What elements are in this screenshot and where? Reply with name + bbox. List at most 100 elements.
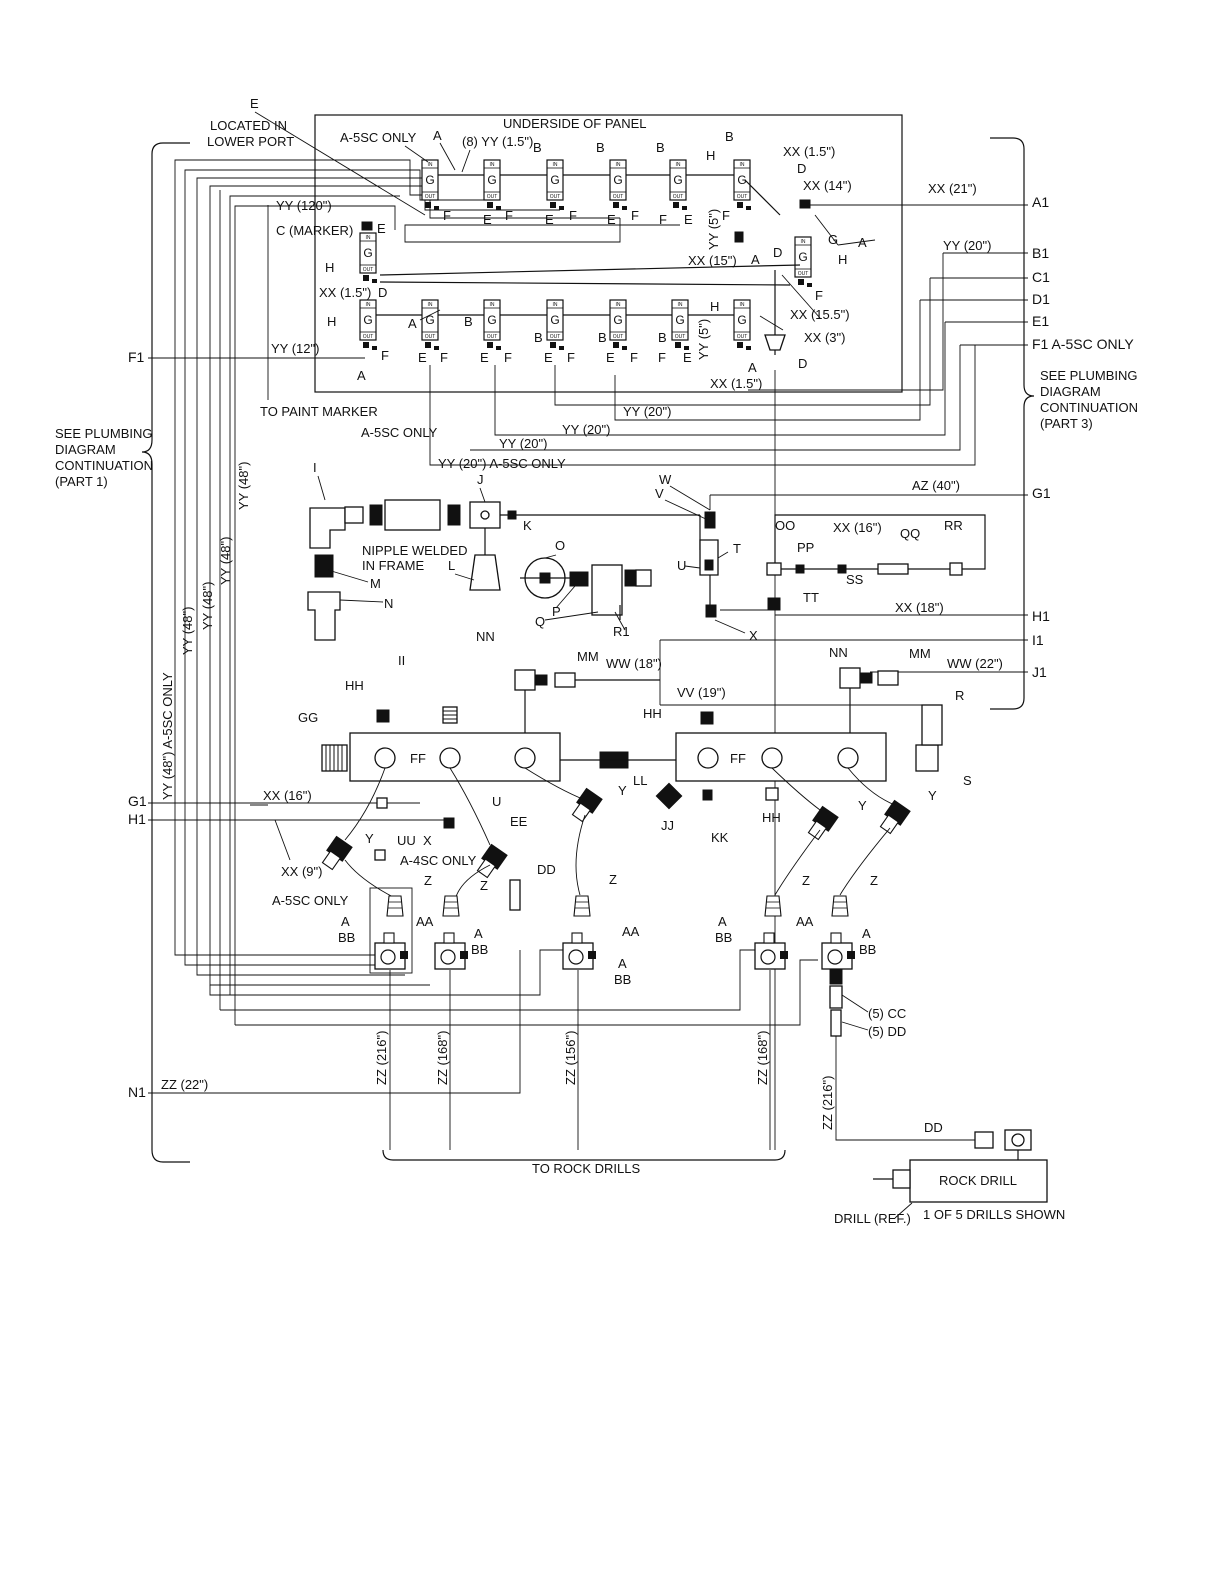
svg-text:X: X: [423, 833, 432, 848]
svg-text:Y: Y: [928, 788, 937, 803]
svg-text:B: B: [464, 314, 473, 329]
connector-e1: E1: [1032, 313, 1049, 329]
svg-text:YY (12"): YY (12"): [271, 341, 319, 356]
svg-text:E: E: [545, 212, 554, 227]
connector-b1: B1: [1032, 245, 1049, 261]
svg-text:NIPPLE WELDED: NIPPLE WELDED: [362, 543, 467, 558]
svg-text:F: F: [440, 350, 448, 365]
svg-text:YY (20"): YY (20"): [943, 238, 991, 253]
svg-text:ZZ (168"): ZZ (168"): [435, 1031, 450, 1085]
svg-text:HH: HH: [643, 706, 662, 721]
right-mid-assembly: [699, 511, 986, 618]
manifold-hoses: [250, 767, 896, 901]
svg-text:F: F: [505, 208, 513, 223]
svg-text:E: E: [377, 221, 386, 236]
nn-mm-left: NN MM WW (18"): [476, 629, 662, 733]
svg-text:OO: OO: [775, 518, 795, 533]
svg-text:R1: R1: [613, 624, 630, 639]
connector-j1: J1: [1032, 664, 1047, 680]
svg-text:XX (9"): XX (9"): [281, 864, 322, 879]
svg-text:ZZ (216"): ZZ (216"): [374, 1031, 389, 1085]
svg-text:Y: Y: [618, 783, 627, 798]
svg-text:UU: UU: [397, 833, 416, 848]
svg-text:XX (16"): XX (16"): [833, 520, 882, 535]
svg-text:ZZ (156"): ZZ (156"): [563, 1031, 578, 1085]
svg-text:EE: EE: [510, 814, 528, 829]
connector-h1: H1: [1032, 608, 1050, 624]
svg-text:YY (48"): YY (48"): [236, 462, 251, 510]
svg-text:N: N: [384, 596, 393, 611]
svg-text:U: U: [677, 558, 686, 573]
svg-text:KK: KK: [711, 830, 729, 845]
svg-text:E: E: [480, 350, 489, 365]
svg-text:E: E: [418, 350, 427, 365]
svg-text:(8) YY (1.5"): (8) YY (1.5"): [462, 134, 533, 149]
svg-text:YY (48") A-5SC ONLY: YY (48") A-5SC ONLY: [160, 672, 175, 800]
svg-text:H: H: [838, 252, 847, 267]
svg-text:E: E: [483, 212, 492, 227]
svg-text:F: F: [722, 208, 730, 223]
svg-text:ZZ (168"): ZZ (168"): [755, 1031, 770, 1085]
svg-text:E: E: [250, 96, 259, 111]
svg-text:MM: MM: [577, 649, 599, 664]
see-part3-note: SEE PLUMBING DIAGRAM CONTINUATION (PART …: [1040, 368, 1138, 431]
svg-text:FF: FF: [410, 751, 426, 766]
manifold-right: FF: [560, 704, 943, 810]
svg-text:H: H: [706, 148, 715, 163]
svg-text:E: E: [607, 212, 616, 227]
left-connectors: F1 G1 H1 N1: [128, 349, 147, 1100]
svg-text:YY (20"): YY (20"): [562, 422, 610, 437]
svg-text:F: F: [504, 350, 512, 365]
connector-d1: D1: [1032, 291, 1050, 307]
svg-text:C (MARKER): C (MARKER): [276, 223, 353, 238]
svg-text:F: F: [658, 350, 666, 365]
svg-text:F: F: [381, 348, 389, 363]
svg-text:XX (1.5"): XX (1.5"): [783, 144, 835, 159]
svg-text:E: E: [683, 350, 692, 365]
svg-text:XX (1.5"): XX (1.5"): [710, 376, 762, 391]
svg-text:BB: BB: [859, 942, 876, 957]
hose-bundle-right: [429, 204, 1028, 1150]
svg-text:LL: LL: [633, 773, 647, 788]
bottom-brace: [382, 1149, 786, 1161]
vv-label: VV (19"): [677, 685, 726, 700]
svg-text:K: K: [523, 518, 532, 533]
panel-leaders: [254, 111, 876, 331]
drill-hoses: [389, 970, 975, 1150]
svg-text:D: D: [773, 245, 782, 260]
svg-text:XX (1.5"): XX (1.5"): [319, 285, 371, 300]
svg-text:B: B: [658, 330, 667, 345]
svg-text:NN: NN: [829, 645, 848, 660]
svg-text:AA: AA: [416, 914, 434, 929]
svg-text:YY (48"): YY (48"): [200, 582, 215, 630]
svg-text:A: A: [751, 252, 760, 267]
svg-text:A: A: [748, 360, 757, 375]
marker-valves: [359, 179, 813, 355]
connector-a1: A1: [1032, 194, 1049, 210]
right-connectors: A1 B1 C1 D1 E1 F1 A-5SC ONLY G1 H1 I1 J1: [1032, 194, 1134, 680]
svg-text:E: E: [606, 350, 615, 365]
svg-text:P: P: [552, 604, 561, 619]
svg-text:A: A: [858, 235, 867, 250]
svg-text:U: U: [492, 794, 501, 809]
svg-text:ZZ (216"): ZZ (216"): [820, 1076, 835, 1130]
svg-text:CONTINUATION: CONTINUATION: [55, 458, 153, 473]
svg-text:F: F: [443, 208, 451, 223]
svg-text:B: B: [656, 140, 665, 155]
svg-text:Z: Z: [424, 873, 432, 888]
cc-dd-fittings: (5) CC (5) DD: [829, 969, 906, 1039]
upper-valve-row: [421, 159, 752, 211]
svg-text:M: M: [370, 576, 381, 591]
svg-text:AZ (40"): AZ (40"): [912, 478, 960, 493]
svg-text:B: B: [533, 140, 542, 155]
svg-text:A-5SC ONLY: A-5SC ONLY: [361, 425, 438, 440]
svg-text:A: A: [862, 926, 871, 941]
svg-text:H: H: [325, 260, 334, 275]
svg-text:E: E: [544, 350, 553, 365]
svg-text:I: I: [313, 460, 317, 475]
svg-text:A: A: [433, 128, 442, 143]
svg-text:A: A: [341, 914, 350, 929]
svg-text:F: F: [631, 208, 639, 223]
svg-text:A: A: [718, 914, 727, 929]
svg-text:BB: BB: [614, 972, 631, 987]
